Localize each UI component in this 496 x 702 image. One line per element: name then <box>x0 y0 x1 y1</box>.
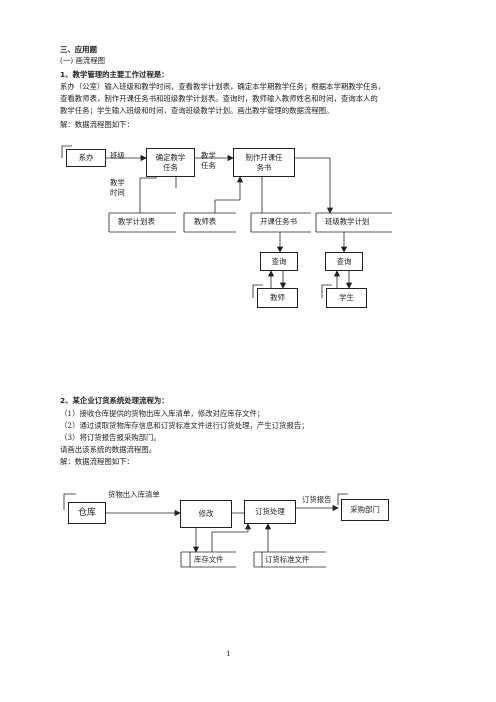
q1-line-3: 教学任务；学生输入班级和时间，查询班级教学计划。画出教学管理的数据流程图。 <box>60 106 334 115</box>
entity-xiban: 系办 <box>66 149 106 167</box>
process-dinghuo: 订货处理 <box>244 500 296 524</box>
q1-title: 1、教学管理的主要工作过程是： <box>60 70 169 79</box>
flow-label-jiaoxue-shijian: 教学时间 <box>110 178 125 197</box>
entity-cangku: 仓库 <box>68 502 106 524</box>
q1-line-2: 查看教师表，制作开课任务书和班级教学计划表。查询时，教师输入教师姓名和时间，查询… <box>60 94 378 103</box>
store-kaike: 开课任务书 <box>260 217 297 226</box>
q1-line-1: 系办（公室）输入班级和教学时间，查看教学计划表，确定本学期教学任务；根据本学期教… <box>60 82 386 91</box>
section-title: 三、应用题 <box>60 45 97 54</box>
process-xiugai: 修改 <box>180 500 232 528</box>
flow-label-jiaoxue-renwu: 教学任务 <box>201 151 216 170</box>
entity-jiaoshi: 教师 <box>257 288 298 308</box>
flow-label-baogao: 订货报告 <box>302 495 332 504</box>
store-biaozhun: 订货标准文件 <box>265 555 310 564</box>
process-chaxun-student: 查询 <box>325 252 363 271</box>
store-banji-jihua: 班级教学计划 <box>325 217 370 226</box>
store-jihuabiao: 教学计划表 <box>118 217 155 226</box>
q2-title: 2、某企业订货系统处理流程为： <box>60 396 169 405</box>
flow-label-qingdan: 货物出入库清单 <box>108 490 160 499</box>
q2-line-3: （3）将订货报告报采购部门。 <box>60 433 161 442</box>
q2-line-1: （1）接收仓库提供的货物出库入库清单，修改对应库存文件； <box>60 409 265 418</box>
q1-answer-intro: 解：数据流程图如下： <box>60 120 134 129</box>
process-zhizuo: 制作开课任务书 <box>233 148 295 177</box>
store-kucun: 库存文件 <box>194 555 224 564</box>
page-number: 1 <box>226 649 231 658</box>
entity-xuesheng: 学生 <box>326 288 367 308</box>
q2-line-4: 请画出该系统的数据流程图。 <box>60 445 157 454</box>
entity-caigou: 采购部门 <box>341 499 389 521</box>
flow-label-banji: 班级 <box>110 151 125 160</box>
q2-line-2: （2）通过读取货物库存信息和订货标准文件进行订货处理，产生订货报告； <box>60 421 309 430</box>
q2-answer-intro: 解：数据流程图如下： <box>60 457 134 466</box>
process-queding: 确定教学任务 <box>146 148 195 177</box>
process-chaxun-teacher: 查询 <box>260 252 298 271</box>
store-jiaoshibiao: 教师表 <box>194 217 217 226</box>
subsection-title: (一) 画流程图 <box>60 56 106 65</box>
